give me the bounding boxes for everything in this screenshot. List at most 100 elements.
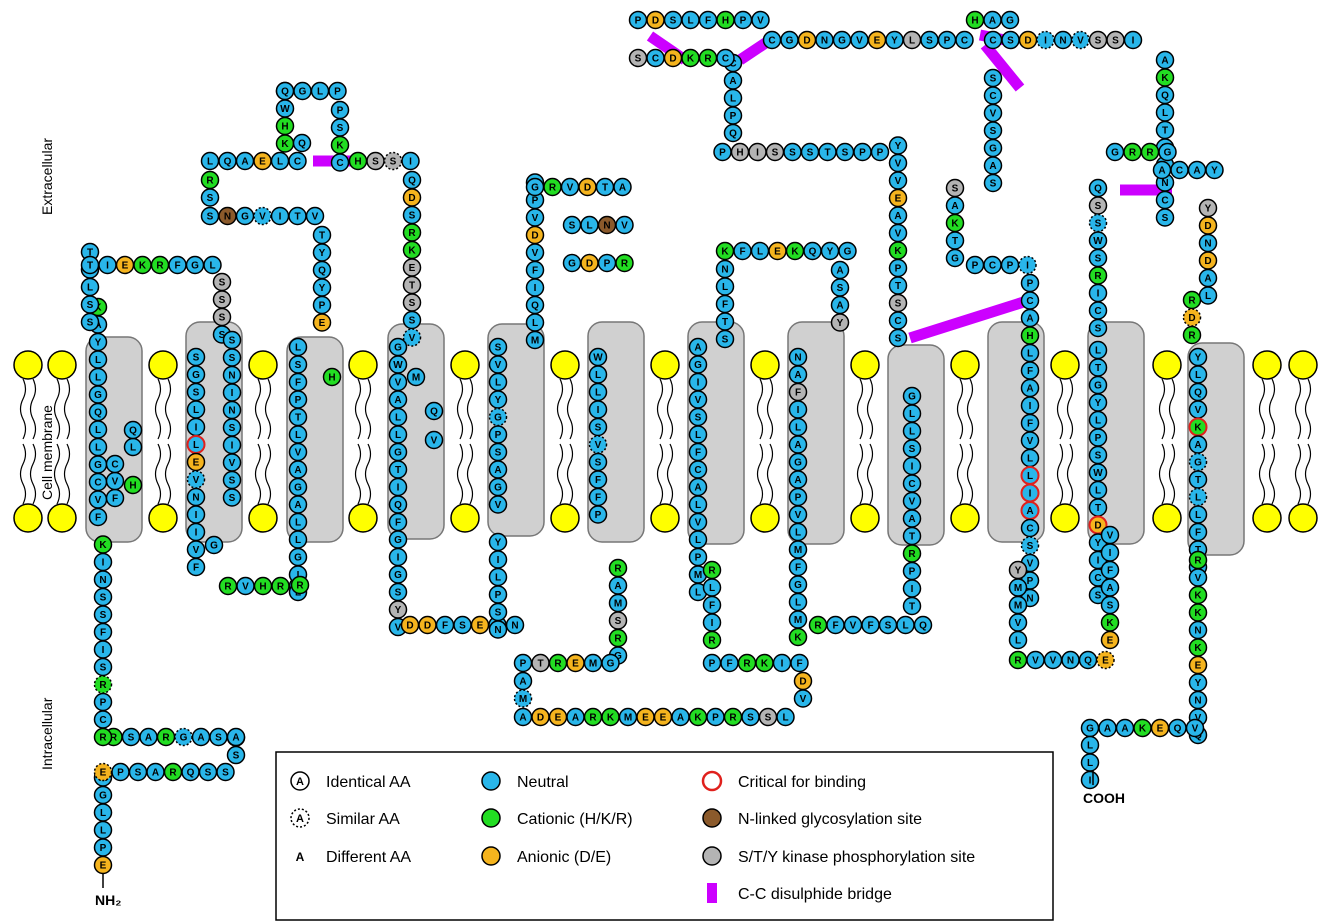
svg-text:L: L: [695, 535, 701, 546]
residue-C: C: [1020, 291, 1040, 310]
residue-G: G: [388, 530, 408, 549]
residue-G: G: [788, 452, 808, 472]
residue-V: V: [424, 430, 444, 450]
svg-text:F: F: [726, 659, 732, 670]
residue-L: L: [93, 820, 113, 840]
svg-text:S: S: [1112, 36, 1119, 47]
residue-L: L: [1088, 410, 1108, 430]
svg-text:E: E: [259, 157, 266, 168]
svg-text:F: F: [595, 493, 601, 504]
residue-E: E: [186, 452, 206, 472]
svg-text:P: P: [635, 16, 642, 27]
residue-Y: Y: [488, 390, 508, 409]
svg-text:E: E: [100, 861, 107, 872]
residue-S: S: [488, 442, 508, 462]
svg-text:R: R: [614, 634, 622, 645]
svg-text:A: A: [794, 370, 801, 381]
residue-G: G: [288, 477, 308, 497]
residue-K: K: [888, 241, 908, 260]
svg-text:V: V: [1195, 573, 1202, 584]
svg-text:W: W: [593, 353, 603, 364]
svg-text:G: G: [1006, 16, 1014, 27]
residue-E: E: [636, 707, 655, 727]
lipid: [348, 350, 378, 533]
residue-S: S: [402, 293, 422, 312]
svg-text:S: S: [990, 126, 997, 137]
residue-K: K: [788, 627, 808, 647]
svg-text:I: I: [1109, 548, 1112, 559]
svg-text:L: L: [1162, 108, 1168, 119]
residue-G: G: [1105, 142, 1125, 162]
svg-text:H: H: [328, 373, 335, 384]
svg-text:Anionic (D/E): Anionic (D/E): [517, 849, 611, 866]
svg-text:D: D: [537, 713, 544, 724]
svg-text:N: N: [511, 621, 518, 632]
svg-text:S: S: [100, 663, 107, 674]
svg-text:Q: Q: [1194, 388, 1202, 399]
svg-text:R: R: [704, 54, 712, 65]
svg-text:L: L: [395, 430, 401, 441]
svg-text:A: A: [296, 813, 304, 825]
svg-text:A: A: [614, 581, 621, 592]
svg-text:R: R: [1094, 271, 1102, 282]
svg-text:F: F: [722, 300, 728, 311]
residue-F: F: [788, 382, 808, 402]
svg-text:R: R: [1129, 148, 1137, 159]
svg-text:L: L: [795, 528, 801, 539]
residue-C: C: [88, 472, 108, 492]
residue-L: L: [788, 417, 808, 437]
residue-L: L: [88, 437, 108, 457]
legend-item-cationic: Cationic (H/K/R): [481, 808, 633, 828]
svg-text:L: L: [395, 413, 401, 424]
svg-text:C: C: [1094, 306, 1101, 317]
svg-text:G: G: [299, 87, 307, 98]
svg-text:H: H: [281, 122, 288, 133]
residue-Y: Y: [1198, 198, 1218, 218]
svg-text:P: P: [319, 301, 326, 312]
residue-M: M: [618, 707, 638, 727]
residue-R: R: [723, 707, 743, 727]
svg-text:L: L: [695, 588, 701, 599]
residue-P: P: [713, 142, 732, 162]
svg-text:G: G: [494, 483, 502, 494]
residue-P: P: [902, 561, 922, 581]
residue-S: S: [212, 290, 232, 309]
residue-W: W: [275, 99, 295, 118]
svg-text:R: R: [554, 659, 562, 670]
residue-S: S: [588, 417, 608, 437]
svg-text:L: L: [100, 808, 106, 819]
residue-I: I: [788, 400, 808, 419]
svg-text:S: S: [909, 444, 916, 455]
svg-text:S: S: [837, 283, 844, 294]
residue-S: S: [715, 329, 735, 349]
intracellular-label: Intracellular: [39, 697, 55, 770]
lipid: [13, 350, 43, 533]
residue-S: S: [212, 307, 232, 327]
residue-D: D: [663, 48, 683, 68]
residue-I: I: [186, 505, 206, 524]
svg-text:E: E: [1157, 724, 1164, 735]
residue-L: L: [488, 372, 508, 392]
svg-text:G: G: [607, 659, 615, 670]
residue-N: N: [788, 347, 808, 367]
svg-text:G: G: [1164, 148, 1172, 159]
svg-text:V: V: [795, 510, 802, 521]
residue-L: L: [902, 30, 922, 50]
residue-V: V: [888, 223, 908, 243]
residue-W: W: [1088, 231, 1108, 250]
svg-text:M: M: [794, 615, 802, 626]
svg-text:N: N: [494, 625, 501, 636]
residue-F: F: [688, 442, 708, 462]
residue-E: E: [1096, 650, 1115, 670]
residue-L: L: [702, 578, 722, 597]
svg-text:Y: Y: [1195, 353, 1202, 364]
svg-text:R: R: [408, 228, 416, 239]
residue-G: G: [1158, 142, 1177, 162]
svg-text:T: T: [1162, 126, 1168, 137]
residue-K: K: [681, 48, 700, 68]
svg-text:M: M: [1014, 583, 1022, 594]
residue-F: F: [525, 260, 545, 280]
svg-text:Q: Q: [1161, 91, 1169, 102]
